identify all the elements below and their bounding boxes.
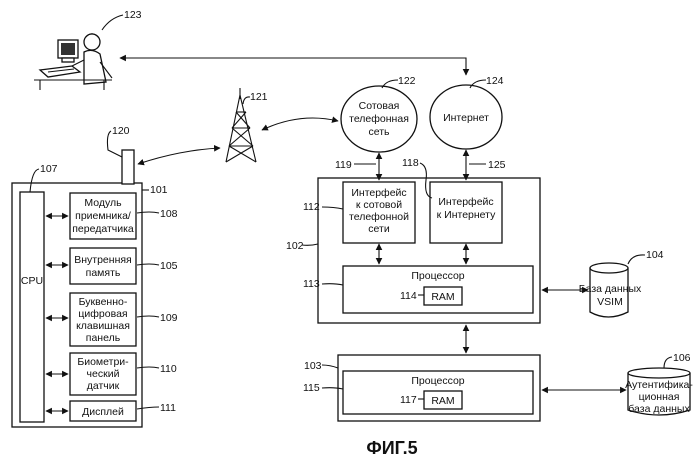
display-label: Дисплей	[82, 406, 124, 418]
ref-103: 103	[304, 360, 322, 372]
ref-123: 123	[124, 9, 142, 21]
ref-108: 108	[160, 208, 178, 220]
ref-106: 106	[673, 352, 691, 364]
transceiver-line3: передатчика	[72, 223, 134, 235]
leader-110	[137, 367, 159, 368]
internet-interface-line1: Интерфейс	[438, 196, 493, 208]
cpu-label: CPU	[21, 275, 43, 287]
ref-125: 125	[488, 159, 506, 171]
leader-106	[664, 357, 672, 368]
leader-115	[322, 388, 343, 389]
auth-db-line1: Аутентифика-	[625, 379, 693, 391]
ref-110: 110	[160, 363, 177, 375]
auth-db-line2: ционная	[639, 391, 680, 403]
keypad-line1: Буквенно-	[79, 296, 128, 308]
ref-109: 109	[160, 312, 178, 324]
processor-top-block: Процессор RAM	[343, 266, 533, 313]
leader-104	[628, 255, 645, 264]
internal-memory-line1: Внутренняя	[74, 254, 132, 266]
leader-103	[322, 365, 338, 368]
biometric-line1: Биометри-	[77, 356, 129, 368]
figure-label: ФИГ.5	[366, 438, 417, 458]
internet-node: Интернет	[430, 85, 502, 149]
transceiver-block: Модуль приемника/ передатчика	[70, 193, 136, 239]
processor-bottom-label: Процессор	[411, 375, 464, 387]
internet-interface-block: Интерфейс к Интернету	[430, 182, 502, 243]
ref-118: 118	[402, 157, 419, 169]
ref-111: 111	[160, 402, 176, 414]
leader-102	[302, 244, 318, 245]
cell-interface-line2: к сотовой	[356, 199, 402, 211]
ref-121: 121	[250, 91, 268, 103]
keypad-line4: панель	[86, 332, 121, 344]
ram-bottom-label: RAM	[431, 395, 454, 407]
leader-109	[137, 316, 159, 317]
ref-102: 102	[286, 240, 304, 252]
ref-101: 101	[150, 184, 168, 196]
ref-112: 112	[303, 201, 320, 213]
keypad-line3: клавишная	[76, 320, 130, 332]
internet-interface-line2: к Интернету	[437, 209, 496, 221]
leader-121	[243, 97, 250, 104]
transceiver-line2: приемника/	[75, 210, 131, 222]
ref-105: 105	[160, 260, 178, 272]
internal-memory-line2: память	[86, 267, 121, 279]
ref-115: 115	[303, 382, 320, 394]
cell-interface-line3: телефонной	[349, 211, 409, 223]
cell-interface-line4: сети	[368, 223, 390, 235]
auth-db-line3: база данных	[628, 403, 690, 415]
cellular-network-node: Сотовая телефонная сеть	[341, 86, 417, 152]
ref-114: 114	[400, 290, 417, 302]
cell-interface-block: Интерфейс к сотовой телефонной сети	[343, 182, 415, 243]
ram-top-label: RAM	[431, 291, 454, 303]
user-internet-link	[120, 58, 466, 75]
processor-bottom-block: Процессор RAM	[343, 371, 533, 414]
ref-122: 122	[398, 75, 416, 87]
ref-107: 107	[40, 163, 58, 175]
cellular-network-line1: Сотовая	[359, 100, 400, 112]
leader-123	[102, 15, 123, 30]
internet-label: Интернет	[443, 112, 489, 124]
user-at-computer-icon	[34, 34, 112, 90]
ref-120: 120	[112, 125, 130, 137]
cpu-block: CPU	[20, 192, 44, 422]
leader-105	[137, 264, 159, 265]
ref-124: 124	[486, 75, 504, 87]
auth-database: Аутентифика- ционная база данных	[625, 368, 693, 415]
phone-tower-link	[138, 148, 220, 164]
tower-network-link	[262, 118, 338, 130]
vsim-db-line2: VSIM	[597, 296, 623, 308]
ref-117: 117	[400, 394, 417, 406]
keypad-line2: цифровая	[78, 308, 127, 320]
biometric-sensor-block: Биометри- ческий датчик	[70, 353, 136, 395]
vsim-database: База данных VSIM	[579, 263, 642, 317]
leader-108	[137, 212, 159, 213]
cellular-network-line2: телефонная	[349, 113, 409, 125]
ref-113: 113	[303, 278, 320, 290]
biometric-line2: ческий	[87, 368, 120, 380]
biometric-line3: датчик	[87, 380, 120, 392]
vsim-db-line1: База данных	[579, 283, 642, 295]
display-block: Дисплей	[70, 401, 136, 421]
internal-memory-block: Внутренняя память	[70, 248, 136, 284]
transceiver-line1: Модуль	[84, 197, 122, 209]
keypad-block: Буквенно- цифровая клавишная панель	[70, 293, 136, 346]
cell-interface-line1: Интерфейс	[351, 187, 406, 199]
ref-119: 119	[335, 159, 352, 171]
processor-top-label: Процессор	[411, 270, 464, 282]
cellular-network-line3: сеть	[368, 126, 390, 138]
ref-104: 104	[646, 249, 664, 261]
